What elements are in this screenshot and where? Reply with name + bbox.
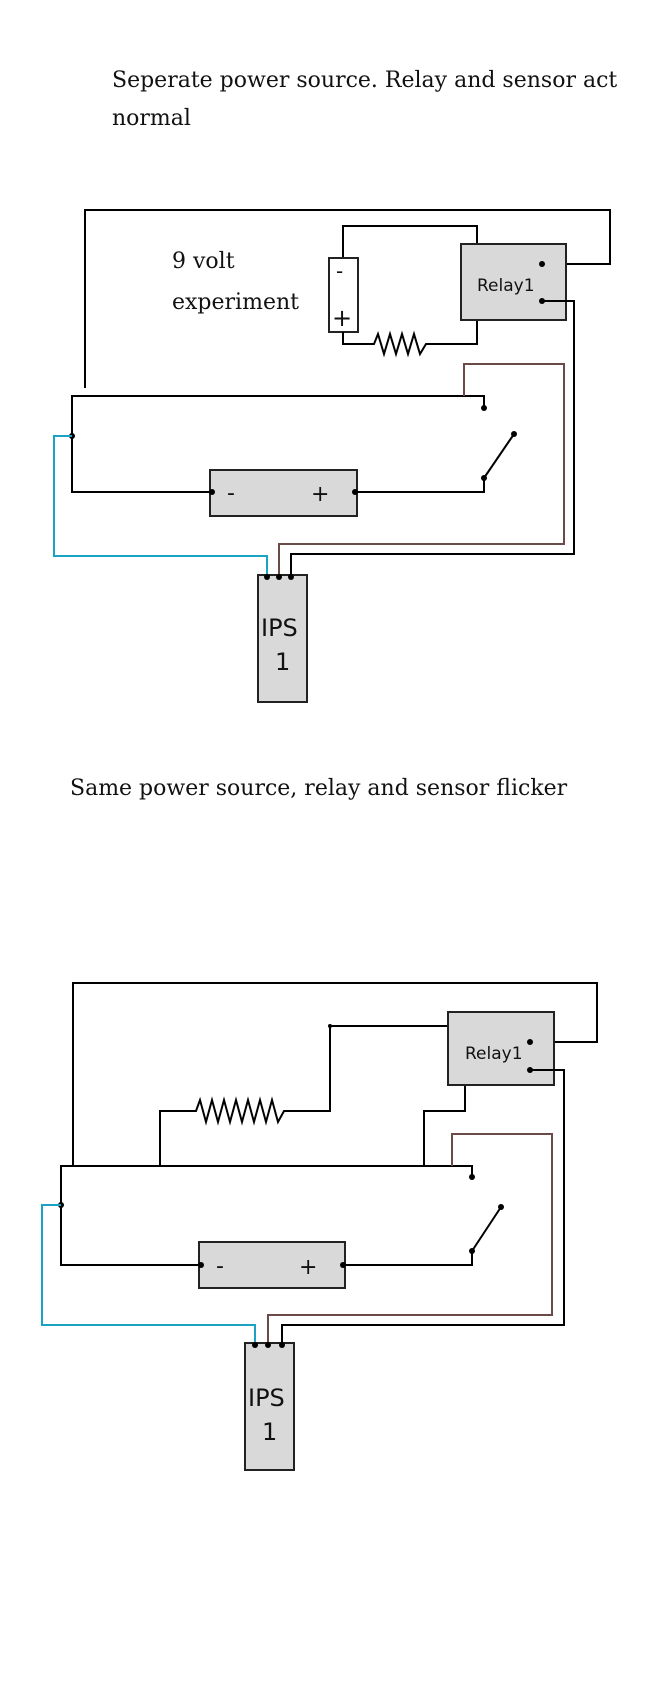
- bottom-ips-pin-3: [279, 1342, 285, 1348]
- top-caption: Seperate power source. Relay and sensor …: [112, 68, 618, 131]
- top-relay[interactable]: [460, 243, 567, 321]
- top-resistor: [342, 320, 478, 358]
- top-relay-terminal-1: [539, 261, 545, 267]
- top-note-line2: experiment: [172, 290, 299, 315]
- top-ips-pin-1: [264, 574, 270, 580]
- top-ips-label-line2: 1: [275, 648, 290, 676]
- bottom-resistor-branch: [159, 1012, 466, 1166]
- top-ips-pin-2: [276, 574, 282, 580]
- top-note-line1: 9 volt: [172, 249, 235, 274]
- bottom-battery-terminal-minus: [198, 1262, 204, 1268]
- bottom-switch-blade[interactable]: [471, 1206, 502, 1252]
- bottom-main-loop-left: [60, 1165, 473, 1266]
- top-switch-blade-tip: [511, 431, 517, 437]
- bottom-switch-contact-upper: [469, 1174, 475, 1180]
- bottom-ips-label-line2: 1: [262, 1418, 277, 1446]
- top-main-loop-left: [71, 395, 485, 493]
- top-ips-sensor[interactable]: [257, 574, 308, 703]
- top-ips-label-line1: IPS: [261, 614, 298, 642]
- top-cell-minus: -: [336, 259, 343, 283]
- bottom-main-loop-right: [345, 1251, 473, 1266]
- top-cell-plus: +: [332, 304, 352, 332]
- bottom-ips-sensor[interactable]: [244, 1342, 295, 1471]
- bottom-ips-pin-1: [252, 1342, 258, 1348]
- top-sensor-wire-blue: [53, 435, 268, 575]
- bottom-outer-wire: [72, 982, 598, 1166]
- bottom-relay-return-wire: [423, 1085, 466, 1166]
- top-switch-pivot: [481, 475, 487, 481]
- bottom-battery-terminal-plus: [340, 1262, 346, 1268]
- top-battery-minus: -: [227, 481, 235, 506]
- top-main-loop-right: [357, 478, 485, 493]
- bottom-battery[interactable]: [198, 1241, 346, 1289]
- top-battery-terminal-minus: [209, 489, 215, 495]
- bottom-relay[interactable]: [447, 1011, 555, 1086]
- bottom-ips-label-line1: IPS: [248, 1384, 285, 1412]
- bottom-sensor-wire-brown: [267, 1133, 553, 1343]
- top-circuit-diagram: 9 volt experiment - + Relay1 - + IPS 1: [53, 209, 611, 703]
- top-outer-wire: [84, 209, 611, 388]
- top-switch-contact-upper: [481, 405, 487, 411]
- bottom-sensor-wire-relay: [281, 1069, 565, 1343]
- bottom-switch-pivot: [469, 1248, 475, 1254]
- bottom-resistor-junction: [328, 1024, 332, 1028]
- bottom-caption: Same power source, relay and sensor flic…: [70, 776, 568, 801]
- bottom-battery-plus: +: [299, 1255, 317, 1280]
- bottom-circuit-diagram: Relay1 - + IPS 1: [41, 982, 598, 1471]
- top-ips-pin-3: [288, 574, 294, 580]
- bottom-switch-blade-tip: [498, 1204, 504, 1210]
- bottom-sensor-wire-blue: [41, 1204, 256, 1343]
- top-battery-terminal-plus: [352, 489, 358, 495]
- bottom-relay-label: Relay1: [465, 1044, 523, 1064]
- bottom-relay-terminal-1: [527, 1039, 533, 1045]
- top-sensor-wire-relay: [290, 300, 575, 575]
- top-9v-wire-top: [342, 225, 478, 258]
- top-switch-blade[interactable]: [483, 433, 515, 479]
- top-battery-plus: +: [311, 482, 329, 507]
- bottom-battery-minus: -: [216, 1254, 224, 1279]
- bottom-ips-pin-2: [265, 1342, 271, 1348]
- top-relay-label: Relay1: [477, 276, 535, 296]
- top-sensor-wire-brown: [278, 363, 565, 575]
